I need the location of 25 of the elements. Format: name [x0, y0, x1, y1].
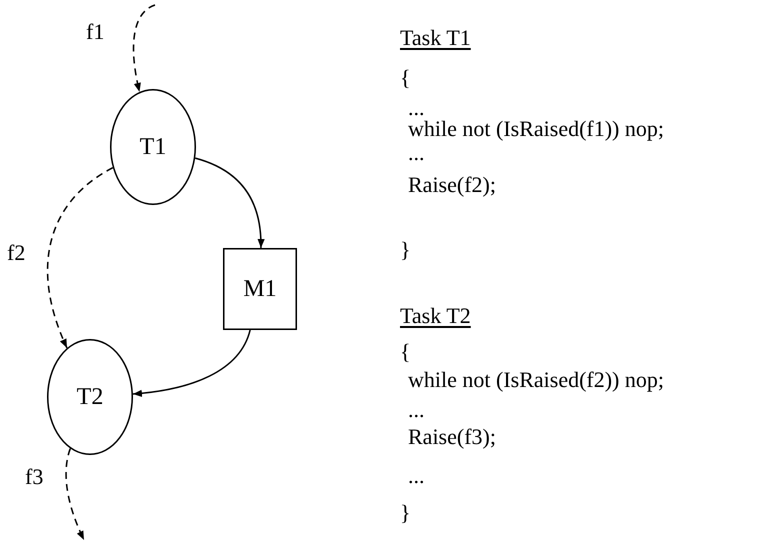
arrow — [194, 157, 264, 248]
arrow — [46, 167, 114, 348]
code-line: ... — [408, 398, 424, 422]
task-heading: Task T1 — [400, 26, 471, 50]
code-line: Raise(f2); — [408, 173, 496, 197]
node-label: T2 — [76, 384, 104, 410]
code-line: while not (IsRaised(f2)) nop; — [408, 368, 664, 392]
task-ellipse — [110, 89, 196, 205]
code-line: { — [400, 340, 411, 364]
code-line: ... — [408, 464, 424, 488]
arrow — [65, 448, 85, 540]
code-line: { — [400, 66, 411, 90]
code-line: ... — [408, 141, 424, 165]
code-line: Raise(f3); — [408, 425, 496, 449]
task-ellipse — [47, 339, 133, 455]
code-line: ... — [408, 96, 424, 120]
code-line: while not (IsRaised(f1)) nop; — [408, 117, 664, 141]
module-box — [223, 248, 297, 330]
task-heading: Task T2 — [400, 304, 471, 328]
node-label: T1 — [140, 134, 166, 160]
node-label: M1 — [243, 276, 277, 302]
code-line: } — [400, 501, 411, 525]
arrow — [132, 4, 156, 92]
code-line: } — [400, 238, 411, 262]
arrow — [132, 330, 251, 397]
